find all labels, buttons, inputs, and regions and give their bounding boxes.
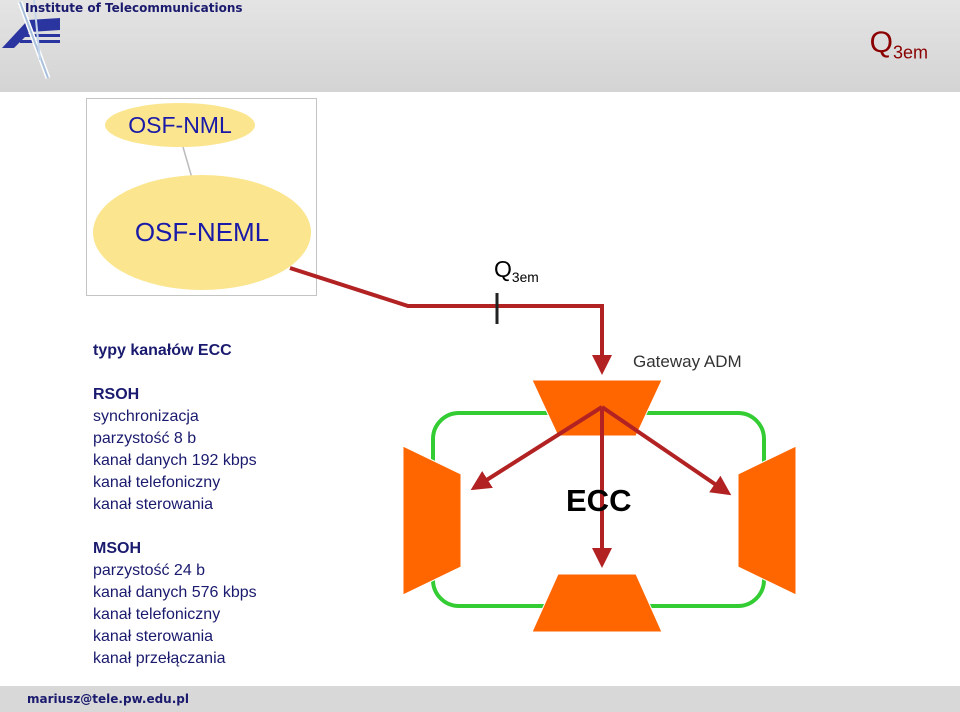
msoh-line: kanał danych 576 kbps	[93, 584, 257, 601]
msoh-line: kanał przełączania	[93, 650, 226, 667]
osf-box	[86, 98, 317, 296]
rsoh-line: kanał sterowania	[93, 496, 214, 513]
ecc-arrow-right	[600, 405, 732, 496]
ecc-arrow-left	[470, 405, 604, 491]
msoh-heading: MSOH	[93, 540, 141, 557]
msoh-line: kanał telefoniczny	[93, 606, 221, 623]
institute-logo-icon	[2, 0, 60, 79]
rsoh-line: parzystość 8 b	[93, 430, 197, 447]
adm-node-bottom	[531, 573, 663, 633]
channel-types-title: typy kanałów ECC	[93, 342, 232, 359]
osf-neml-ellipse: OSF-NEML	[93, 175, 311, 290]
q3em-link	[289, 266, 612, 375]
q3em-interface-label: Q3em	[494, 256, 539, 285]
slide-title: Q3em	[869, 26, 928, 63]
gateway-adm-label: Gateway ADM	[633, 352, 742, 371]
adm-node-left	[402, 445, 462, 596]
footer-bar: mariusz@tele.pw.edu.pl	[0, 686, 960, 712]
rsoh-heading: RSOH	[93, 386, 140, 403]
rsoh-line: kanał danych 192 kbps	[93, 452, 257, 469]
msoh-line: kanał sterowania	[93, 628, 214, 645]
osf-nml-ellipse: OSF-NML	[105, 103, 255, 147]
ecc-channel-types: typy kanałów ECC RSOH synchronizacja par…	[93, 340, 257, 670]
author-email: mariusz@tele.pw.edu.pl	[27, 692, 189, 706]
header-bar: Institute of Telecommunications Q3em	[0, 0, 960, 92]
ecc-label: ECC	[566, 483, 632, 518]
adm-node-right	[737, 445, 797, 596]
rsoh-line: kanał telefoniczny	[93, 474, 221, 491]
osf-connector-line	[182, 146, 193, 179]
msoh-line: parzystość 24 b	[93, 562, 206, 579]
rsoh-line: synchronizacja	[93, 408, 199, 425]
institute-name: Institute of Telecommunications	[25, 1, 243, 15]
